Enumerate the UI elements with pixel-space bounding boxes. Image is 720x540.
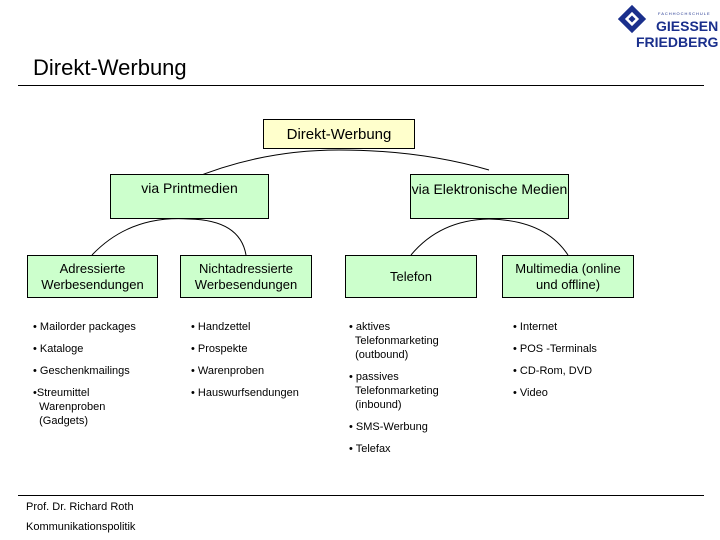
list-item: • Mailorder packages xyxy=(33,321,136,333)
footer-subject: Kommunikationspolitik xyxy=(26,521,136,533)
node-adressierte-werbesendungen: Adressierte Werbesendungen xyxy=(27,255,158,298)
connector-print-nichtadressiert xyxy=(188,218,247,256)
list-item: • Video xyxy=(513,387,548,399)
list-multimedia: • Internet • POS -Terminals • CD-Rom, DV… xyxy=(513,320,663,408)
connector-elektro-telefon xyxy=(410,218,490,256)
node-multimedia: Multimedia (online und offline) xyxy=(502,255,634,298)
node-telefon-label: Telefon xyxy=(390,268,432,284)
node-via-elektronische-medien: via Elektronische Medien xyxy=(410,174,569,219)
node-multimedia-label: Multimedia (online und offline) xyxy=(515,260,621,292)
list-item: • Hauswurfsendungen xyxy=(191,387,299,399)
root-node-label: Direkt-Werbung xyxy=(264,120,414,148)
diamond-logo-icon xyxy=(617,4,647,34)
node-nichtadressierte-label: Nichtadressierte Werbesendungen xyxy=(194,260,298,292)
node-via-elektronische-medien-label: via Elektronische Medien xyxy=(411,181,568,197)
list-item: • Geschenkmailings xyxy=(33,365,130,377)
university-logo: FACHHOCHSCHULE GIESSEN FRIEDBERG xyxy=(617,3,718,51)
root-node: Direkt-Werbung xyxy=(263,119,415,149)
slide-title: Direkt-Werbung xyxy=(33,55,187,80)
logo-line-2: FRIEDBERG xyxy=(636,34,719,50)
bottom-divider xyxy=(18,495,704,496)
list-item: • Telefax xyxy=(349,443,391,455)
connector-elektro-multimedia xyxy=(488,218,569,256)
node-adressierte-label: Adressierte Werbesendungen xyxy=(41,260,144,292)
node-nichtadressierte-werbesendungen: Nichtadressierte Werbesendungen xyxy=(180,255,312,298)
list-item: •Streumittel Warenproben (Gadgets) xyxy=(33,387,106,427)
list-telefon: • aktives Telefonmarketing (outbound) • … xyxy=(349,320,499,464)
list-item: • SMS-Werbung xyxy=(349,421,428,433)
list-nichtadressiert: • Handzettel • Prospekte • Warenproben •… xyxy=(191,320,341,408)
connector-print-adressiert xyxy=(91,218,190,256)
connector-root-right xyxy=(338,149,490,171)
list-adressiert: • Mailorder packages • Kataloge • Gesche… xyxy=(33,320,178,436)
logo-small-text: FACHHOCHSCHULE xyxy=(658,11,711,16)
list-item: • Prospekte xyxy=(191,343,248,355)
list-item: • Warenproben xyxy=(191,365,265,377)
node-via-printmedien-label: via Printmedien xyxy=(141,180,238,196)
footer-author: Prof. Dr. Richard Roth xyxy=(26,501,134,513)
logo-line-1: GIESSEN xyxy=(656,18,719,34)
list-item: • passives Telefonmarketing (inbound) xyxy=(349,371,439,411)
list-item: • aktives Telefonmarketing (outbound) xyxy=(349,321,439,361)
list-item: • CD-Rom, DVD xyxy=(513,365,593,377)
list-item: • Internet xyxy=(513,321,558,333)
list-item: • Kataloge xyxy=(33,343,84,355)
connector-root-left xyxy=(188,149,340,181)
list-item: • POS -Terminals xyxy=(513,343,597,355)
list-item: • Handzettel xyxy=(191,321,251,333)
node-via-printmedien: via Printmedien xyxy=(110,174,269,219)
top-divider xyxy=(18,85,704,86)
node-telefon: Telefon xyxy=(345,255,477,298)
